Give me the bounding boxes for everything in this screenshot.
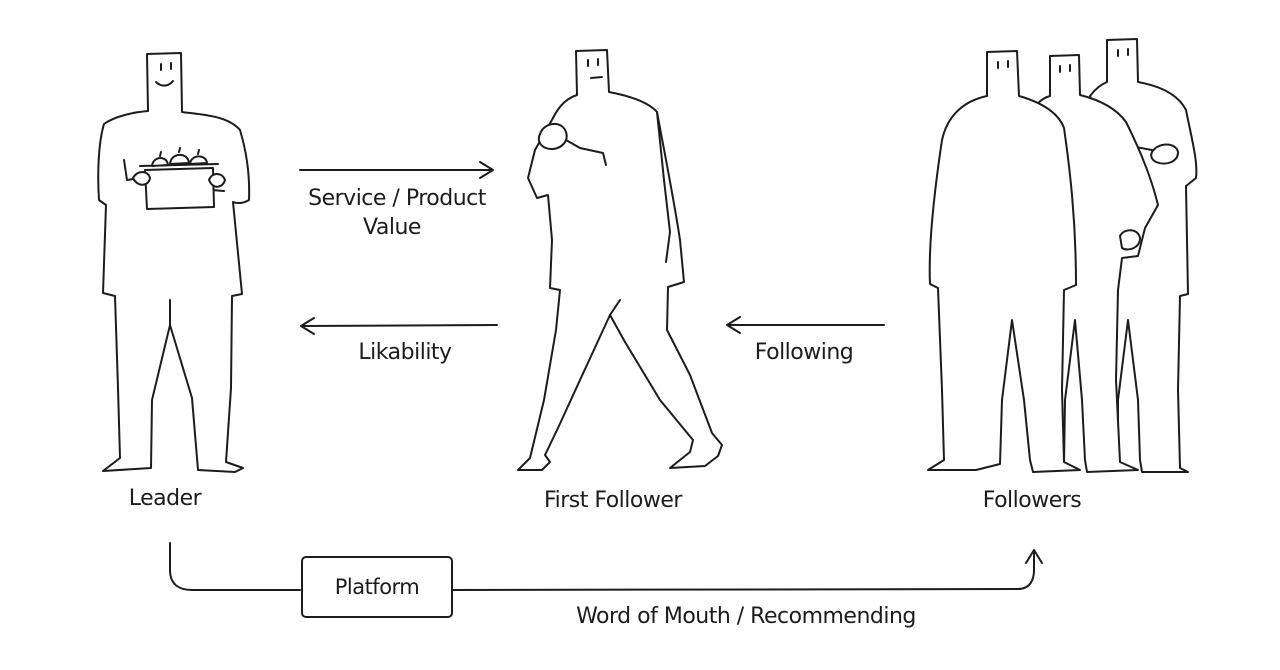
leader-tray: [144, 167, 215, 210]
first-follower-forearm: [565, 139, 607, 166]
leader-fruit-2: [169, 153, 190, 165]
first-follower-mouth: [590, 76, 603, 79]
platform-label: Platform: [334, 575, 420, 599]
platform-box: Platform: [301, 556, 453, 618]
leader-hand-right: [208, 173, 226, 188]
leader-hand-left: [132, 171, 151, 186]
follower-front-body: [927, 50, 1081, 473]
leader-fruit-3: [189, 155, 208, 165]
word-of-mouth-label: Word of Mouth / Recommending: [576, 604, 916, 629]
leader-label: Leader: [128, 486, 202, 511]
leader-fruit-1: [151, 157, 169, 167]
follower-middle-hand: [1119, 229, 1141, 251]
first-follower-hand: [537, 123, 568, 150]
following-label: Following: [754, 340, 854, 365]
value-label: Value: [363, 215, 421, 240]
first-follower-body: [517, 49, 723, 471]
service-product-label: Service / Product: [308, 186, 486, 211]
leader-smile: [155, 80, 174, 87]
leader-fruit-stem: [159, 147, 200, 157]
follower-back-hand: [1150, 143, 1179, 165]
likability-label: Likability: [358, 340, 452, 365]
first-follower-figure: [517, 49, 723, 471]
arrow-likability-left: [300, 317, 498, 335]
leader-body: [97, 52, 251, 473]
arrow-word-of-mouth: [169, 542, 1043, 591]
leader-figure: [97, 52, 251, 473]
first-follower-leg-line: [609, 299, 621, 316]
followers-figure-group: [927, 38, 1198, 473]
first-follower-label: First Follower: [544, 488, 682, 513]
first-follower-arm-right: [656, 111, 671, 263]
arrow-following-left: [726, 316, 885, 334]
followers-label: Followers: [982, 488, 1082, 513]
arrow-service-right: [299, 161, 494, 179]
